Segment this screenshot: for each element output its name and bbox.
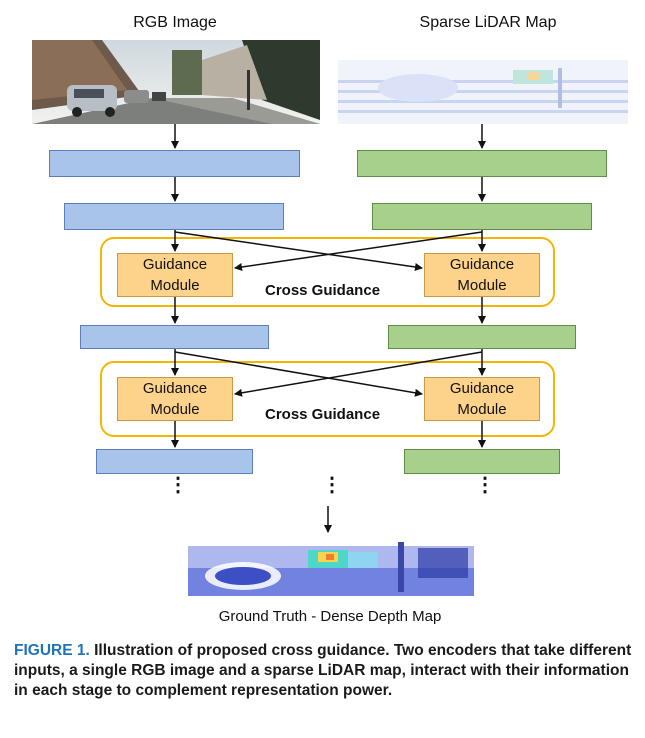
guidance-module-label-line2: Module [150, 277, 200, 294]
sparse-lidar-image [338, 60, 628, 124]
arrow-icon [174, 351, 423, 397]
lidar-encoder-stage-1 [357, 150, 607, 177]
arrow-icon [234, 231, 483, 271]
figure-label: FIGURE 1. [14, 642, 90, 659]
cross-guidance-frame-2 [100, 361, 555, 437]
rgb-encoder-stage-2 [64, 203, 284, 230]
guidance-module-label-line2: Module [457, 277, 507, 294]
guidance-module-label-line1: Guidance [449, 380, 515, 397]
guidance-module-label-line1: Guidance [449, 256, 515, 273]
rgb-encoder-stage-3 [80, 325, 269, 349]
lidar-guidance-module-2: Guidance Module [424, 377, 540, 421]
guidance-module-label-line2: Module [150, 401, 200, 418]
guidance-module-label-line1: Guidance [142, 256, 208, 273]
guidance-module-label-line2: Module [457, 401, 507, 418]
lidar-encoder-stage-4 [404, 449, 560, 474]
lidar-encoder-stage-3 [388, 325, 576, 349]
rgb-guidance-module-1: Guidance Module [117, 253, 233, 297]
arrow-icon [174, 231, 423, 271]
rgb-image-title: RGB Image [133, 14, 217, 31]
cross-guidance-label-2: Cross Guidance [265, 406, 381, 423]
rgb-guidance-module-2: Guidance Module [117, 377, 233, 421]
figure-caption: FIGURE 1. Illustration of proposed cross… [14, 641, 634, 701]
cross-guidance-label-1: Cross Guidance [265, 282, 381, 299]
dense-depth-image [188, 538, 474, 598]
arrow-icon [234, 351, 483, 397]
lidar-map-title: Sparse LiDAR Map [419, 14, 557, 31]
cross-guidance-frame-1 [100, 237, 555, 307]
rgb-encoder-stage-4 [96, 449, 253, 474]
rgb-encoder-stage-1 [49, 150, 300, 177]
lidar-guidance-module-1: Guidance Module [424, 253, 540, 297]
output-label: Ground Truth - Dense Depth Map [218, 608, 442, 625]
caption-text: Illustration of proposed cross guidance.… [14, 642, 632, 699]
guidance-module-label-line1: Guidance [142, 380, 208, 397]
rgb-street-image [32, 40, 320, 124]
lidar-encoder-stage-2 [372, 203, 592, 230]
